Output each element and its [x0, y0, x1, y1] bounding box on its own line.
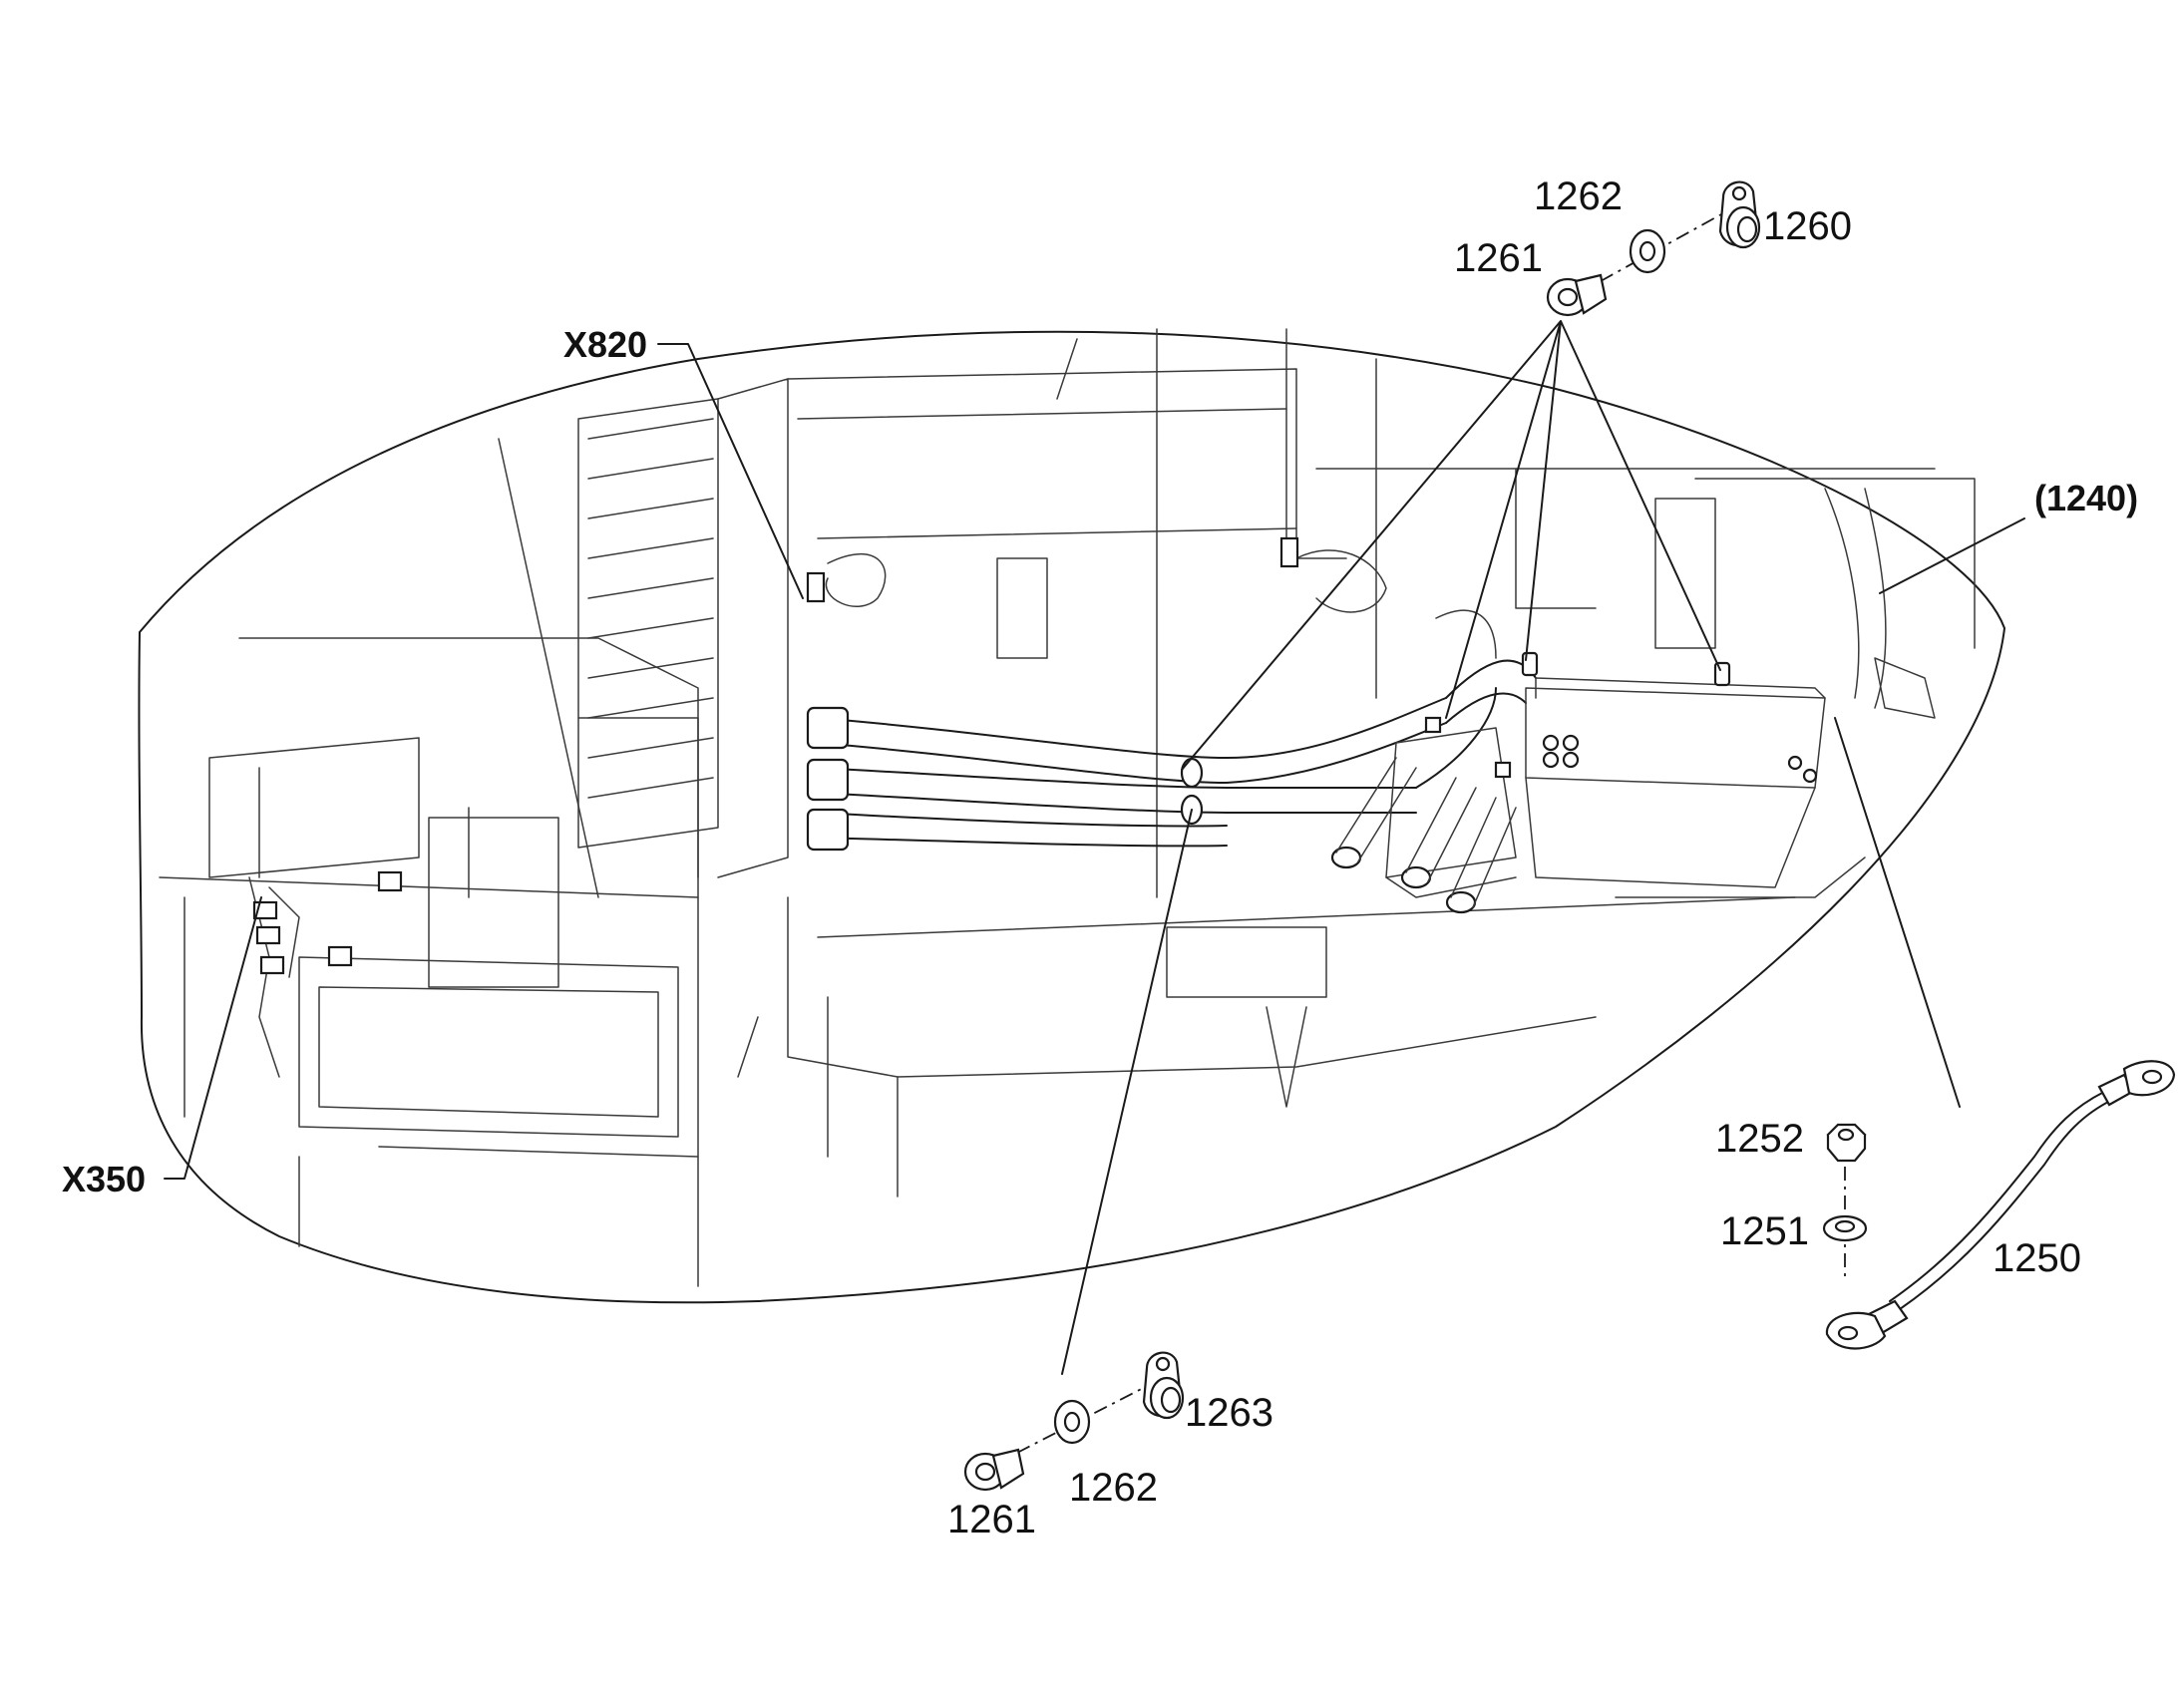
callout-labels: X820 X350 (1240) 1262 1260 1261 1263 126…: [62, 174, 2138, 1541]
leader-bottom-fastener-set: [1061, 809, 1193, 1375]
leader-top-fastener-set: [1181, 320, 1721, 771]
right-housing: [1525, 498, 1936, 888]
label-1252: 1252: [1715, 1117, 1804, 1161]
leader-x350: [164, 896, 262, 1180]
leader-1240: [1879, 517, 2025, 594]
top-socket-bolt-1261: [1546, 273, 1608, 317]
top-fastener-set: [1546, 180, 1761, 317]
bottom-socket-bolt-1261: [963, 1448, 1025, 1492]
radiator-fins: [498, 378, 789, 898]
label-1251: 1251: [1720, 1209, 1809, 1253]
washer-1251: [1822, 1214, 1868, 1242]
label-bottom-1262: 1262: [1069, 1466, 1158, 1510]
label-1250: 1250: [1993, 1236, 2081, 1280]
label-x820: X820: [563, 324, 647, 365]
bottom-fastener-set: [963, 1351, 1185, 1492]
hose-bundle: [806, 609, 1537, 852]
connector-cluster-x350: [248, 870, 403, 1078]
detail-view-outline: [138, 330, 2005, 1304]
ground-strap-set: [1822, 1060, 2176, 1350]
hose-clamps: [1180, 651, 1731, 826]
top-washer-1262: [1629, 228, 1666, 274]
leader-x820: [657, 343, 804, 599]
left-cabinet: [159, 637, 699, 1287]
lower-floor: [737, 856, 1866, 1197]
hex-nut-1252: [1826, 1123, 1867, 1163]
label-bottom-1263: 1263: [1185, 1391, 1273, 1435]
label-top-1261: 1261: [1454, 236, 1543, 280]
top-clamp-1260: [1718, 180, 1761, 249]
label-x350: X350: [62, 1159, 146, 1199]
detail-view: [138, 328, 2005, 1304]
label-bottom-1261: 1261: [947, 1498, 1036, 1541]
bottom-clamp-1263: [1142, 1351, 1185, 1420]
ground-strap-1250: [1825, 1060, 2176, 1350]
label-top-1260: 1260: [1763, 204, 1852, 248]
label-top-1262: 1262: [1534, 174, 1623, 218]
bottom-washer-1262: [1053, 1399, 1091, 1445]
leader-1250: [1834, 717, 1961, 1108]
hose-bracket: [1330, 727, 1517, 914]
label-1240: (1240): [2034, 478, 2138, 518]
leader-lines: [164, 320, 2025, 1375]
rear-cables: [806, 488, 1887, 709]
